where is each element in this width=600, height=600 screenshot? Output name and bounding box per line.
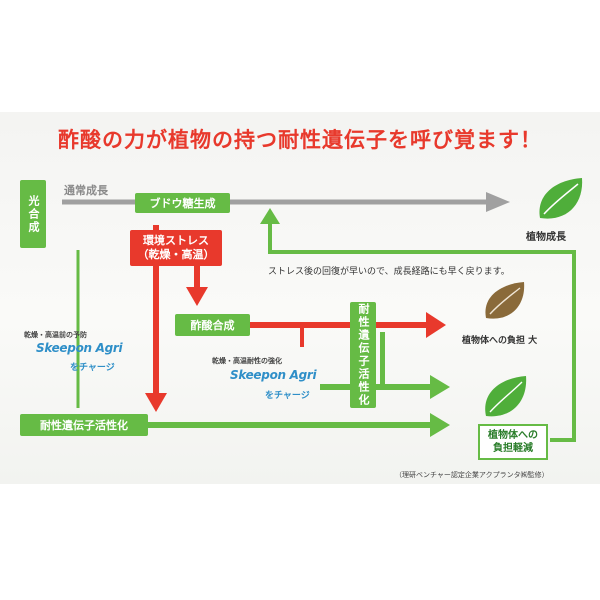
normal-growth-label: 通常成長 xyxy=(64,184,108,197)
stress-arrows xyxy=(145,225,208,412)
headline: 酢酸の力が植物の持つ耐性遺伝子を呼び覚ます！ xyxy=(58,128,542,152)
recovery-loop-arrowhead xyxy=(260,208,280,224)
leaf-icon-burden xyxy=(485,282,525,319)
recovery-loop-arrow xyxy=(268,222,576,442)
red-burden-arrow xyxy=(248,312,446,347)
charge-label-1: をチャージ xyxy=(70,363,115,373)
stress-box: 環境ストレス （乾燥・高温） xyxy=(130,230,222,266)
leaf-icon-healthy xyxy=(485,376,527,417)
normal-growth-arrow xyxy=(62,192,510,212)
leaf-icon-growth xyxy=(539,178,583,219)
burden-reduced-box: 植物体への 負担軽減 xyxy=(478,424,548,460)
plant-growth-label: 植物成長 xyxy=(526,232,566,243)
enhancement-label: 乾燥・高温耐性の強化 xyxy=(212,357,282,365)
burden-large-label: 植物体への負担 大 xyxy=(462,336,538,346)
burden-reduced-line1: 植物体への xyxy=(488,430,538,441)
credit-note: （理研ベンチャー認定企業アクプランタ㈱監修） xyxy=(395,471,549,479)
photosynthesis-box: 光合成 xyxy=(20,180,46,248)
acetic-acid-box: 酢酸合成 xyxy=(175,314,250,336)
glucose-box: ブドウ糖生成 xyxy=(135,193,230,213)
charge-label-2: をチャージ xyxy=(265,391,310,401)
gene-activation-vertical-box: 耐性遺伝子活性化 xyxy=(350,302,376,408)
green-reduction-arrows xyxy=(148,332,450,437)
prevention-label: 乾燥・高温前の予防 xyxy=(24,331,87,339)
brand-logo-2: Skeepon Agri xyxy=(230,368,317,382)
brand-logo-1: Skeepon Agri xyxy=(36,341,123,355)
gene-activation-bottom-box: 耐性遺伝子活性化 xyxy=(20,414,148,436)
burden-reduced-line2: 負担軽減 xyxy=(493,443,533,454)
recovery-note: ストレス後の回復が早いので、成長経路にも早く戻ります。 xyxy=(268,267,510,277)
